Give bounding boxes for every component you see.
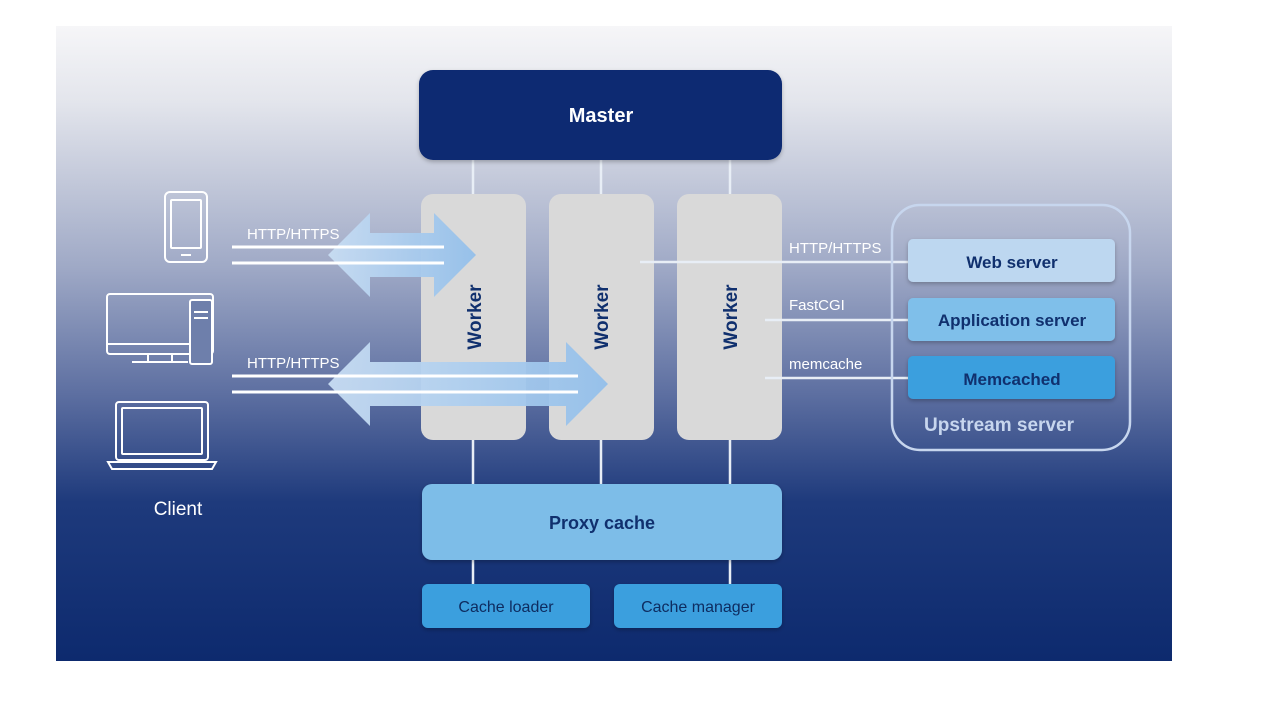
laptop-icon xyxy=(106,401,218,470)
upstream-server-group: Web server Application server Memcached … xyxy=(890,203,1132,452)
client-link-1-protocol: HTTP/HTTPS xyxy=(247,226,340,243)
worker-node-3 xyxy=(677,194,782,440)
proxy-cache-label: Proxy cache xyxy=(549,513,655,533)
upstream-web-protocol: HTTP/HTTPS xyxy=(789,240,882,257)
upstream-app-protocol: FastCGI xyxy=(789,297,845,314)
client-label: Client xyxy=(154,499,203,520)
memcached-node xyxy=(908,356,1115,399)
web-server-label: Web server xyxy=(966,253,1058,272)
bidirectional-arrow-2 xyxy=(328,342,608,426)
master-label: Master xyxy=(569,105,634,127)
cache-loader-label: Cache loader xyxy=(458,599,554,616)
upstream-server-label: Upstream server xyxy=(924,415,1075,436)
bidirectional-arrow-1 xyxy=(328,213,476,297)
proxy-cache-node: Proxy cache xyxy=(422,484,782,560)
master-node: Master xyxy=(419,70,782,160)
worker-3-label: Worker xyxy=(721,284,742,350)
worker-1-label: Worker xyxy=(465,284,486,350)
cache-loader-node: Cache loader xyxy=(422,584,590,628)
cache-manager-node: Cache manager xyxy=(614,584,782,628)
web-server-node xyxy=(908,239,1115,282)
upstream-memcached-protocol: memcache xyxy=(789,356,862,373)
client-link-2: HTTP/HTTPS xyxy=(232,342,608,426)
client-link-1: HTTP/HTTPS xyxy=(232,213,476,297)
desktop-icon xyxy=(106,293,214,365)
memcached-label: Memcached xyxy=(963,370,1060,389)
cache-manager-label: Cache manager xyxy=(641,599,756,616)
client-link-2-protocol: HTTP/HTTPS xyxy=(247,355,340,372)
worker-2-label: Worker xyxy=(592,284,613,350)
application-server-node xyxy=(908,298,1115,341)
application-server-label: Application server xyxy=(938,311,1087,330)
phone-icon xyxy=(164,191,208,263)
